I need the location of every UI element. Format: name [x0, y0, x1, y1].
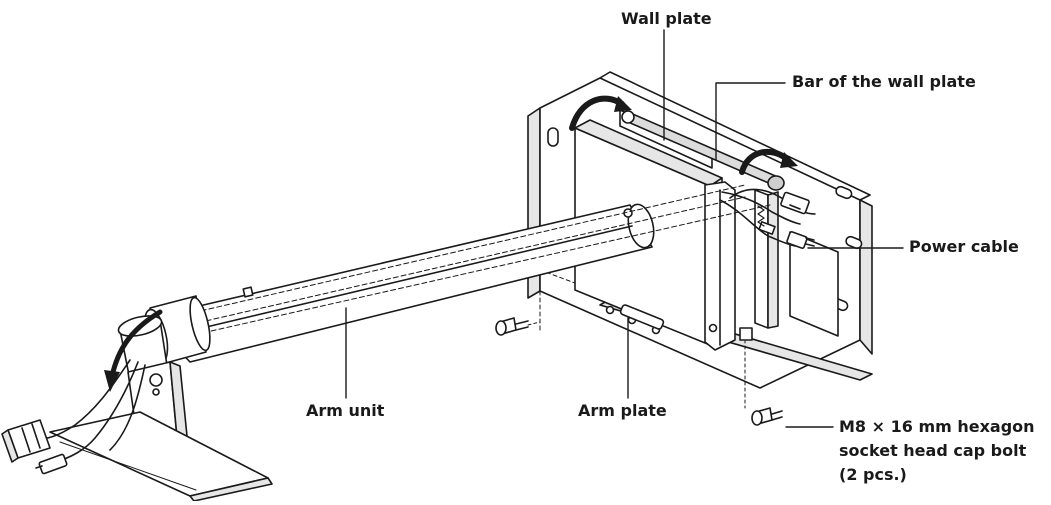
- rotation-arrows: [104, 95, 798, 392]
- signal-plug: [780, 191, 810, 215]
- power-cable: [719, 199, 796, 247]
- label-bolt: M8 × 16 mm hexagon socket head cap bolt …: [839, 415, 1035, 487]
- arm-unit: [117, 184, 771, 381]
- arm-plate-screw: [605, 305, 615, 315]
- label-power-cable: Power cable: [909, 237, 1019, 256]
- cable-direction-arrow: [109, 309, 163, 379]
- wall-plate-slot: [835, 185, 853, 200]
- label-bolt-line-3: (2 pcs.): [839, 465, 907, 484]
- bottom-plug-left: [1, 419, 51, 463]
- arm-plate-screw: [708, 323, 718, 333]
- label-bolt-line-1: M8 × 16 mm hexagon: [839, 417, 1035, 436]
- wall-plate-slot: [547, 127, 559, 147]
- wall-plate-right-flange: [859, 199, 873, 355]
- bolt-right: [751, 407, 783, 426]
- cables: [1, 188, 816, 475]
- bottom-plug-right: [35, 453, 68, 475]
- label-bar-of-wall-plate: Bar of the wall plate: [792, 72, 976, 91]
- bolts: [495, 317, 783, 426]
- label-arm-plate: Arm plate: [578, 401, 667, 420]
- label-arm-unit: Arm unit: [306, 401, 385, 420]
- power-plug: [786, 231, 808, 249]
- bracket-base-plate: [49, 411, 269, 497]
- label-wall-plate: Wall plate: [621, 9, 712, 28]
- arm-tube-end: [627, 203, 655, 249]
- label-bolt-line-2: socket head cap bolt: [839, 441, 1027, 460]
- bolt-left: [495, 317, 529, 336]
- wall-plate-slot: [845, 235, 863, 250]
- leader-lines: [345, 29, 904, 428]
- wall-plate-window: [789, 231, 839, 337]
- projector-bracket: [49, 361, 273, 502]
- leader-bar: [715, 82, 786, 161]
